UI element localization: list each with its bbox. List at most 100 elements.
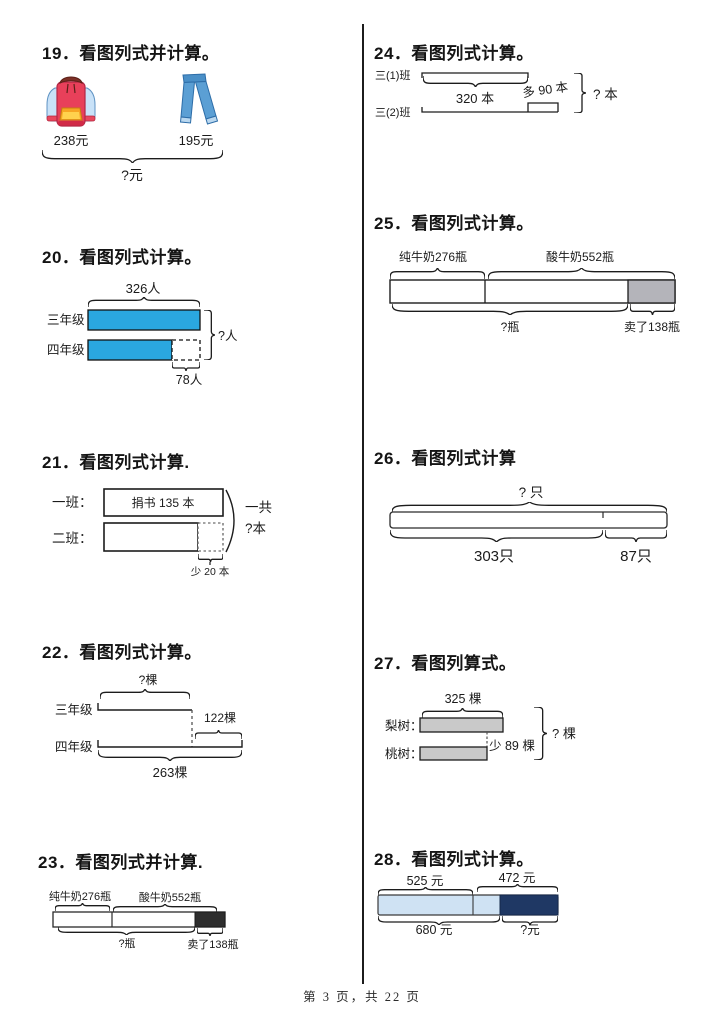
p20-top-brace — [88, 297, 200, 307]
p19-total-brace — [42, 150, 223, 163]
p28-top2-label: 472 元 — [499, 871, 536, 885]
problem-20-diagram: 326人 三年级 四年级 ?人 78人 — [47, 281, 238, 387]
problem-19: 19．看图列式并计算。 238元 — [42, 44, 362, 234]
p24-row2-label: 三(2)班 — [375, 106, 410, 119]
p27-row1-label: 梨树： — [385, 718, 423, 733]
p21-dashed-box — [197, 522, 224, 552]
problem-24-title: 24．看图列式计算。 — [374, 44, 534, 63]
p25-sold-section — [627, 279, 676, 304]
p20-diff-label: ?人 — [218, 329, 238, 343]
p27-bar-pear — [419, 717, 504, 733]
column-divider — [362, 24, 364, 984]
jeans-icon — [179, 73, 219, 125]
p21-below-brace — [198, 554, 223, 562]
problem-27-title: 27．看图列算式。 — [374, 654, 517, 673]
p22-row2-label: 四年级 — [55, 740, 93, 754]
p28-dark-section — [499, 894, 559, 916]
p23-seg1-brace — [55, 903, 110, 911]
p28-bottom1-label: 680 元 — [416, 923, 453, 937]
hoodie-icon — [46, 76, 96, 127]
p26-top-label: ? 只 — [519, 485, 544, 500]
p26-bottom2-label: 87只 — [620, 548, 652, 565]
p22-line-grade3 — [97, 703, 192, 711]
p23-bottom1-label: ?瓶 — [118, 936, 135, 950]
problem-28: 28．看图列式计算。 525 元 472 元 680 元 ?元 — [374, 850, 714, 970]
problem-26-diagram: ? 只 303只 87只 — [389, 485, 668, 565]
problem-22: 22．看图列式计算。 ?棵 三年级 122棵 四年级 263棵 — [42, 643, 362, 803]
p24-line-class2 — [421, 107, 558, 113]
p20-top-label: 326人 — [126, 281, 161, 296]
p20-bar-grade4 — [87, 339, 173, 361]
problem-24: 24．看图列式计算。 三(1)班 320 本 多 90 本 三(2)班 ? 本 — [374, 44, 714, 174]
p22-mid-brace — [195, 730, 242, 739]
p21-row2-label: 二班： — [52, 531, 93, 546]
p22-mid-label: 122棵 — [204, 710, 236, 725]
problem-22-diagram: ?棵 三年级 122棵 四年级 263棵 — [55, 672, 243, 780]
p23-seg1-label: 纯牛奶276瓶 — [49, 889, 111, 903]
p23-bottom2-brace — [197, 928, 223, 936]
p20-row1-label: 三年级 — [47, 313, 85, 327]
p24-row1-label: 三(1)班 — [375, 69, 410, 82]
problem-27: 27．看图列算式。 325 棵 梨树： 少 89 棵 桃树： ? 棵 — [374, 654, 714, 804]
p24-320-label: 320 本 — [456, 91, 494, 106]
p28-top2-brace — [477, 884, 558, 892]
p20-right-brace — [204, 310, 215, 360]
problem-27-diagram: 325 棵 梨树： 少 89 棵 桃树： ? 棵 — [385, 691, 576, 761]
problem-25: 25．看图列式计算。 纯牛奶276瓶 酸牛奶552瓶 ?瓶 卖了138瓶 — [374, 214, 714, 374]
p27-top-label: 325 棵 — [445, 691, 482, 706]
p25-bottom2-label: 卖了138瓶 — [624, 320, 680, 334]
p21-row1-label: 一班： — [52, 495, 93, 510]
p28-bottom2-label: ?元 — [520, 923, 539, 937]
p26-bottom2-brace — [605, 530, 667, 542]
problem-26: 26．看图列式计算 ? 只 303只 87只 — [374, 449, 714, 599]
p20-bar-grade3 — [87, 309, 201, 331]
p24-line-class1 — [421, 72, 529, 78]
p25-bottom1-label: ?瓶 — [501, 320, 520, 334]
p25-seg1-brace — [390, 268, 485, 279]
problem-21: 21．看图列式计算. 一班： 捐书 135 本 二班： 一共 ?本 少 20 本 — [42, 453, 362, 613]
problem-24-diagram: 三(1)班 320 本 多 90 本 三(2)班 ? 本 — [375, 69, 618, 119]
p23-seg2-label: 酸牛奶552瓶 — [139, 890, 201, 904]
problem-25-diagram: 纯牛奶276瓶 酸牛奶552瓶 ?瓶 卖了138瓶 — [389, 249, 680, 334]
p19-total-label: ?元 — [121, 167, 143, 183]
p24-brace-320 — [423, 76, 528, 87]
p23-sold-section — [194, 911, 226, 928]
p24-more-label: 多 90 本 — [522, 80, 570, 100]
problem-21-title: 21．看图列式计算. — [42, 453, 190, 472]
p20-bottom-brace — [172, 362, 200, 371]
p27-right-brace — [534, 707, 547, 760]
problem-28-title: 28．看图列式计算。 — [374, 850, 534, 869]
p22-top-brace — [100, 689, 190, 699]
p23-bottom1-brace — [58, 927, 195, 935]
p22-top-label: ?棵 — [139, 672, 158, 687]
p25-seg1-label: 纯牛奶276瓶 — [399, 249, 467, 264]
problem-25-title: 25．看图列式计算。 — [374, 214, 534, 233]
p27-total-label: ? 棵 — [552, 726, 576, 741]
p26-bar — [389, 511, 668, 529]
p26-bottom1-label: 303只 — [474, 548, 514, 565]
p21-total-label-2: ?本 — [245, 521, 267, 536]
p19-hoodie-price: 238元 — [54, 133, 89, 148]
p23-seg2-brace — [113, 904, 217, 912]
p22-row1-label: 三年级 — [55, 703, 93, 717]
p21-right-arc — [225, 489, 235, 553]
p27-bar-peach — [419, 746, 488, 761]
p25-seg2-brace — [488, 268, 675, 279]
p28-top1-brace — [378, 887, 473, 895]
problem-21-diagram: 一班： 捐书 135 本 二班： 一共 ?本 少 20 本 — [52, 488, 272, 578]
p21-bar1-text: 捐书 135 本 — [132, 496, 195, 510]
problem-19-title: 19．看图列式并计算。 — [42, 44, 220, 63]
problem-20: 20．看图列式计算。 326人 三年级 四年级 ?人 78人 — [42, 248, 362, 418]
p26-bottom1-brace — [390, 530, 603, 542]
p25-seg2-label: 酸牛奶552瓶 — [546, 249, 614, 264]
p19-jeans-price: 195元 — [179, 133, 214, 148]
problem-19-diagram: 238元 195元 ?元 — [42, 73, 223, 183]
p21-total-label-1: 一共 — [245, 500, 272, 515]
p22-line-grade4 — [97, 740, 243, 748]
p22-bottom-label: 263棵 — [153, 765, 188, 780]
problem-26-title: 26．看图列式计算 — [374, 449, 517, 468]
p27-top-brace — [422, 708, 503, 718]
p20-bottom-label: 78人 — [176, 373, 203, 387]
p23-bottom2-label: 卖了138瓶 — [187, 937, 238, 951]
